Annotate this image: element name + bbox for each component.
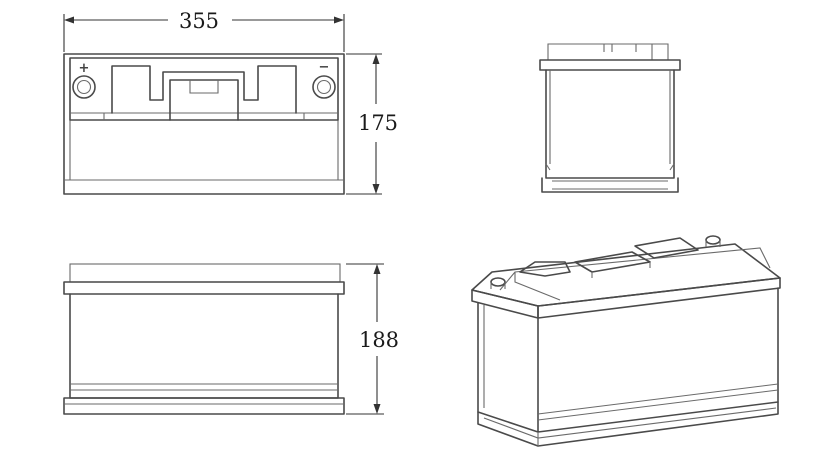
top-view-case-outline <box>63 53 345 195</box>
width-label: 175 <box>358 111 398 135</box>
iso-front-face <box>537 287 779 433</box>
width-dimension: 175 <box>346 53 398 195</box>
top-view: 355 + − <box>63 9 398 195</box>
side-view-lid-rim <box>63 281 345 295</box>
iso-side-face <box>477 302 539 433</box>
end-view-lid-rim <box>539 59 681 71</box>
isometric-view <box>471 235 781 447</box>
height-label: 188 <box>359 328 399 352</box>
positive-symbol: + <box>79 61 90 76</box>
side-view-base <box>63 397 345 415</box>
side-view: 188 <box>63 263 399 415</box>
end-view <box>539 43 681 193</box>
iso-terminal-right <box>705 235 721 247</box>
iso-terminal-left <box>490 277 506 289</box>
negative-terminal: − <box>312 60 336 99</box>
length-dimension: 355 <box>63 9 345 52</box>
negative-symbol: − <box>319 60 330 75</box>
height-dimension: 188 <box>346 263 399 415</box>
top-view-lid <box>69 57 339 121</box>
length-label: 355 <box>179 9 219 33</box>
positive-terminal: + <box>72 61 96 99</box>
